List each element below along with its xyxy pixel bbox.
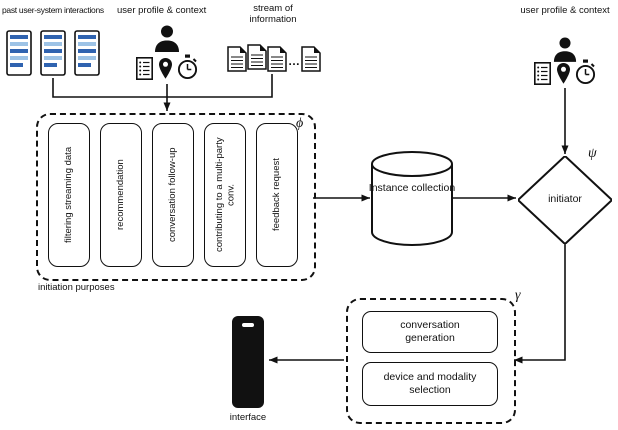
location-pin-icon (159, 58, 172, 79)
interface-label: interface (229, 412, 267, 423)
stream-ellipsis: … (288, 54, 300, 68)
user-profile-context-label-right: user profile & context (520, 5, 610, 16)
arrow-initiator-to-gamma (514, 244, 566, 364)
instance-collection-cylinder (371, 151, 453, 246)
location-pin-icon (557, 63, 570, 84)
interaction-log-icon (74, 30, 100, 76)
list-icon (136, 57, 153, 80)
initiation-purposes-group (36, 113, 316, 281)
past-interactions-label: past user-system interactions (2, 5, 104, 15)
phone-speaker-slot (242, 323, 254, 327)
person-icon (553, 37, 577, 62)
document-icon (267, 46, 287, 72)
initiator-diamond (518, 156, 612, 244)
interaction-log-icon (40, 30, 66, 76)
document-icon (227, 46, 247, 72)
initiation-purposes-caption: initiation purposes (38, 282, 115, 293)
purpose-feedback-request: feedback request (256, 123, 298, 267)
merge-connector (52, 74, 273, 98)
person-icon (155, 25, 179, 52)
smartphone-icon (232, 316, 264, 408)
initiator-label: initiator (548, 193, 582, 206)
psi-symbol: ψ (588, 146, 597, 161)
device-modality-selection-box: device and modality selection (362, 362, 498, 406)
list-icon (534, 62, 551, 85)
purpose-recommendation: recommendation (100, 123, 142, 267)
response-group (346, 298, 516, 424)
purpose-conversation-follow-up: conversation follow-up (152, 123, 194, 267)
phi-symbol: ϕ (296, 116, 304, 131)
interaction-log-icon (6, 30, 32, 76)
user-profile-context-label: user profile & context (117, 5, 207, 16)
gamma-symbol: γ (515, 288, 521, 303)
purpose-multi-party-conv: contributing to a multi-party conv. (204, 123, 246, 267)
purpose-filtering-streaming-data: filtering streaming data (48, 123, 90, 267)
stopwatch-icon (575, 59, 596, 85)
conversation-generation-box: conversation generation (362, 311, 498, 353)
instance-collection-label: Instance collection (368, 182, 456, 194)
document-icon (301, 46, 321, 72)
stream-of-information-label: stream of information (249, 3, 297, 25)
document-icon (247, 44, 267, 70)
stopwatch-icon (177, 54, 198, 80)
